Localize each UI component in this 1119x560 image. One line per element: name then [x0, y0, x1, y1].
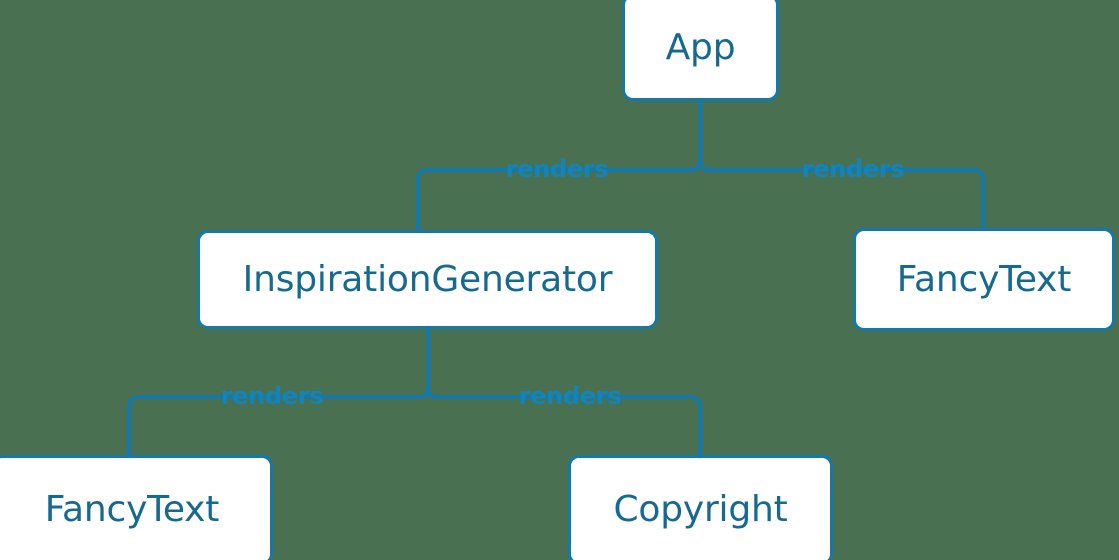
edge-label-app-to-inspgen: renders [505, 155, 609, 183]
node-copyright-label: Copyright [613, 489, 788, 530]
edge-label-app-to-fancytext: renders [801, 155, 905, 183]
node-inspirationgenerator[interactable]: InspirationGenerator [197, 230, 658, 329]
node-fancytext-left-label: FancyText [44, 489, 220, 530]
node-app[interactable]: App [622, 0, 779, 101]
node-inspirationgenerator-label: InspirationGenerator [242, 258, 613, 300]
node-copyright[interactable]: Copyright [568, 455, 833, 560]
node-fancytext-left[interactable]: FancyText [0, 455, 273, 560]
edge-label-inspgen-to-copyright: renders [518, 382, 622, 410]
node-app-label: App [665, 26, 736, 68]
node-fancytext-right-label: FancyText [896, 258, 1072, 300]
node-fancytext-right[interactable]: FancyText [853, 228, 1115, 331]
edge-label-inspgen-to-fancytext: renders [220, 382, 324, 410]
